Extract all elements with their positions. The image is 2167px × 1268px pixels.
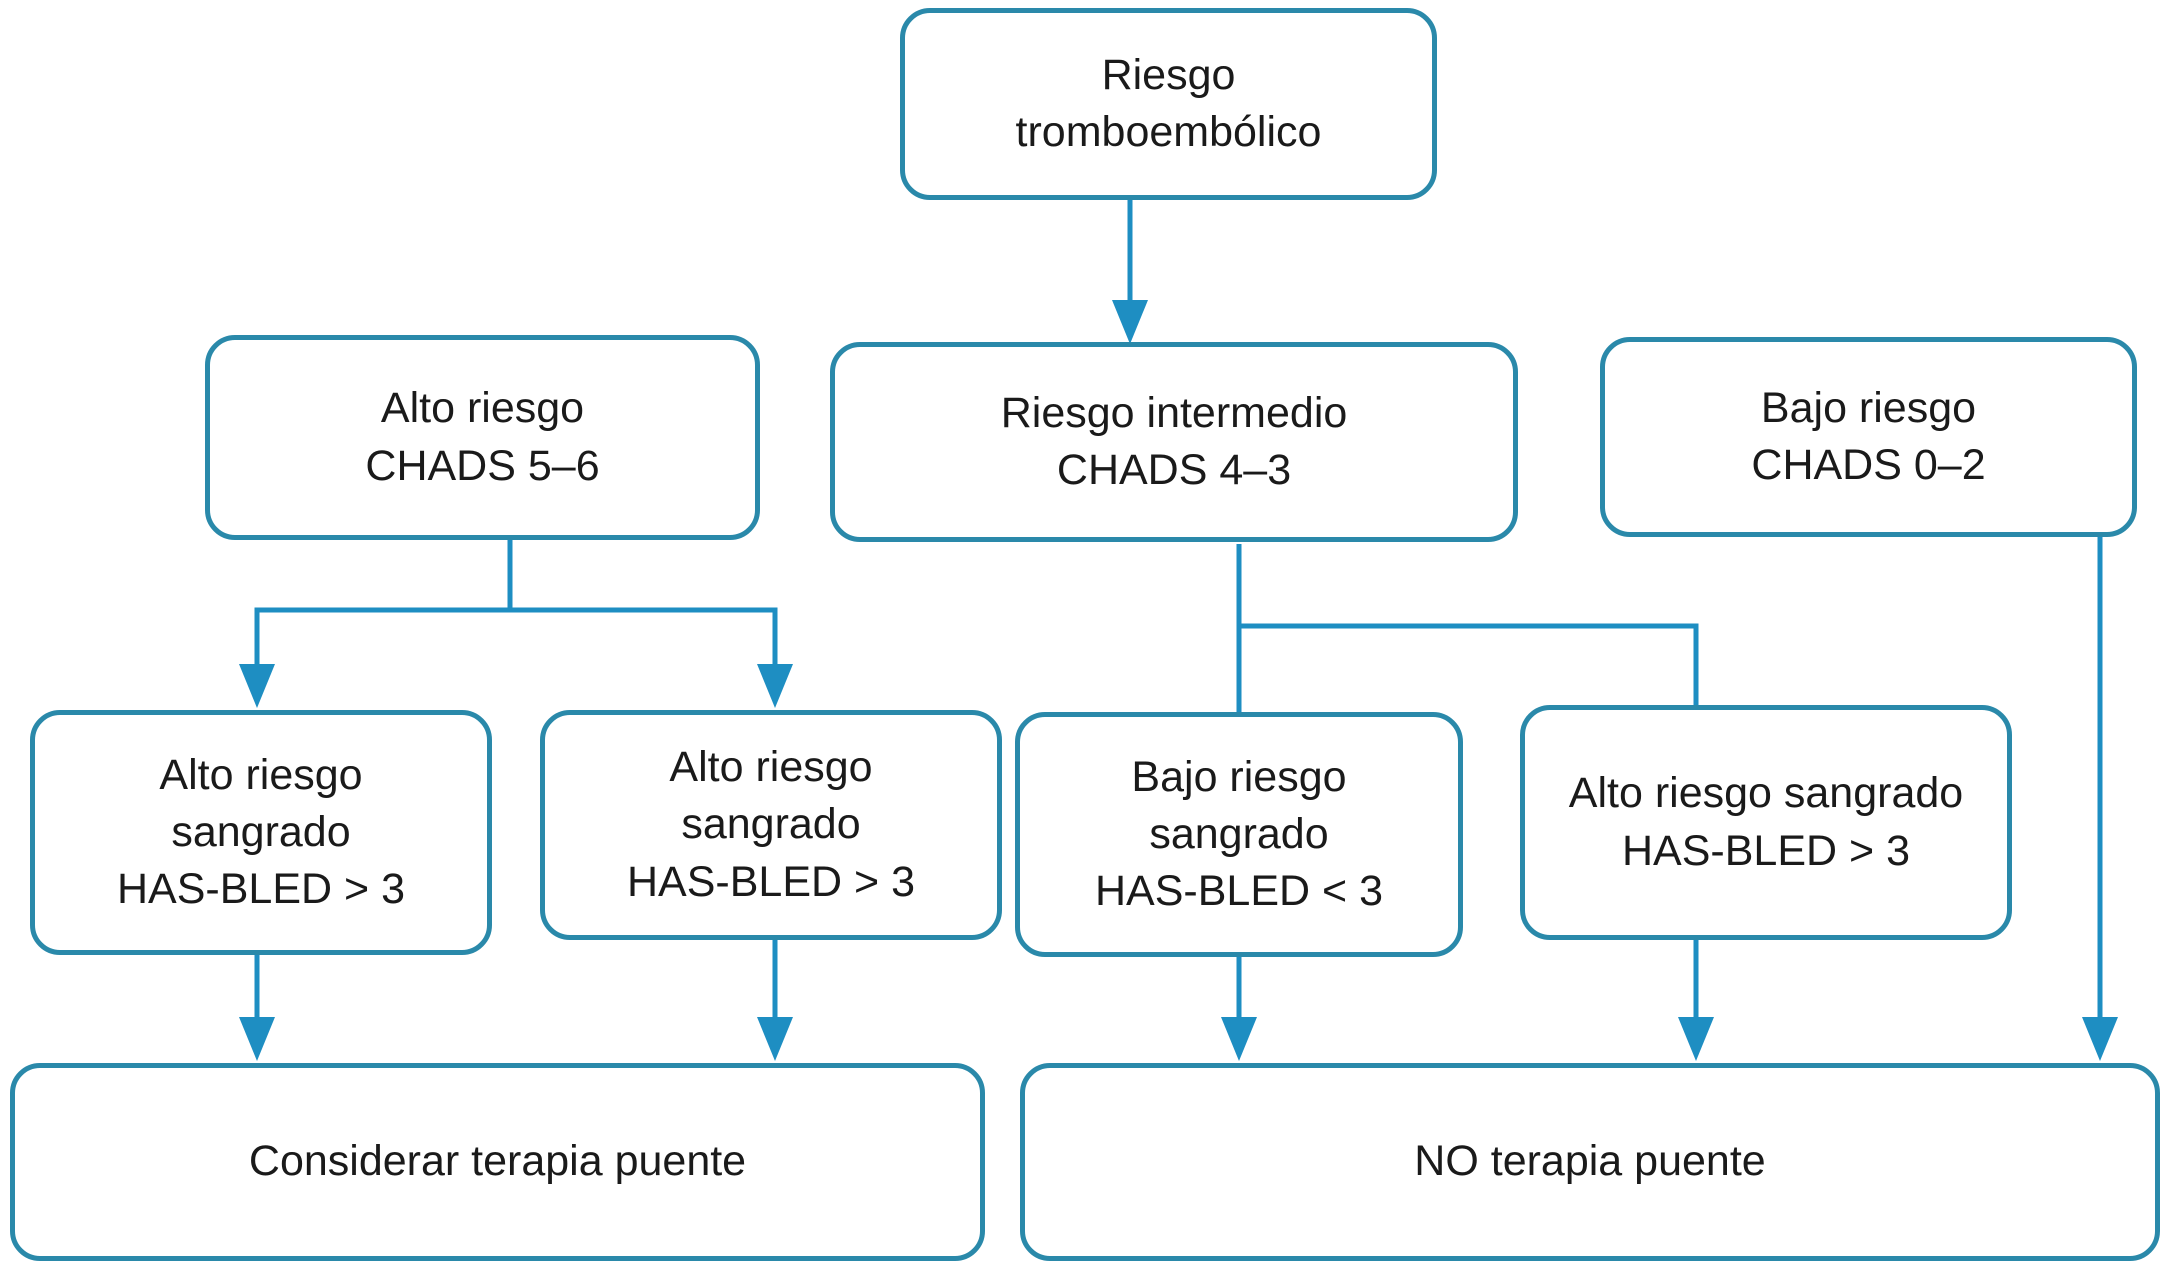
arrowhead-icon [1678, 1017, 1714, 1061]
edge-alto-riesgo-branch [239, 538, 793, 708]
node-riesgo-tromboembolico: Riesgo tromboembólico [900, 8, 1437, 200]
node-alto-riesgo-chads-5-6: Alto riesgo CHADS 5–6 [205, 335, 760, 540]
edge-sangrado2-to-considerar [757, 936, 793, 1061]
node-no-terapia-puente: NO terapia puente [1020, 1063, 2160, 1261]
edge-sangrado1-to-considerar [239, 953, 275, 1061]
node-label: Considerar terapia puente [248, 1137, 747, 1186]
edge-bajo-sangrado-to-no-terapia [1221, 955, 1257, 1061]
node-alto-riesgo-sangrado-1: Alto riesgo sangrado HAS-BLED > 3 [30, 710, 492, 955]
arrowhead-icon [757, 1017, 793, 1061]
arrowhead-icon [239, 1017, 275, 1061]
arrowhead-icon [757, 664, 793, 708]
edge-tromboembolico-to-intermedio [1112, 200, 1148, 344]
node-label: Riesgo tromboembólico [1015, 50, 1322, 156]
edge-sangrado3-to-no-terapia [1678, 938, 1714, 1061]
node-label: Bajo riesgo CHADS 0–2 [1751, 383, 1986, 489]
node-riesgo-intermedio-chads-4-3: Riesgo intermedio CHADS 4–3 [830, 342, 1518, 542]
edge-intermedio-branch [1236, 544, 1699, 712]
node-bajo-riesgo-sangrado: Bajo riesgo sangrado HAS-BLED < 3 [1015, 712, 1463, 957]
node-label: Alto riesgo sangrado HAS-BLED > 3 [117, 750, 405, 914]
node-label: NO terapia puente [1414, 1137, 1766, 1186]
arrowhead-icon [1221, 1017, 1257, 1061]
node-alto-riesgo-sangrado-3: Alto riesgo sangrado HAS-BLED > 3 [1520, 705, 2012, 940]
node-label: Bajo riesgo sangrado HAS-BLED < 3 [1095, 752, 1383, 916]
arrowhead-icon [2082, 1017, 2118, 1061]
node-label: Alto riesgo CHADS 5–6 [365, 384, 600, 490]
arrowhead-icon [239, 664, 275, 708]
node-considerar-terapia-puente: Considerar terapia puente [10, 1063, 985, 1261]
node-label: Riesgo intermedio CHADS 4–3 [1000, 388, 1348, 494]
node-label: Alto riesgo sangrado HAS-BLED > 3 [627, 743, 915, 906]
node-bajo-riesgo-chads-0-2: Bajo riesgo CHADS 0–2 [1600, 337, 2137, 537]
edge-bajo-riesgo-to-no-terapia [2082, 537, 2118, 1061]
arrowhead-icon [1112, 300, 1148, 344]
node-label: Alto riesgo sangrado HAS-BLED > 3 [1568, 769, 1964, 875]
node-alto-riesgo-sangrado-2: Alto riesgo sangrado HAS-BLED > 3 [540, 710, 1002, 940]
